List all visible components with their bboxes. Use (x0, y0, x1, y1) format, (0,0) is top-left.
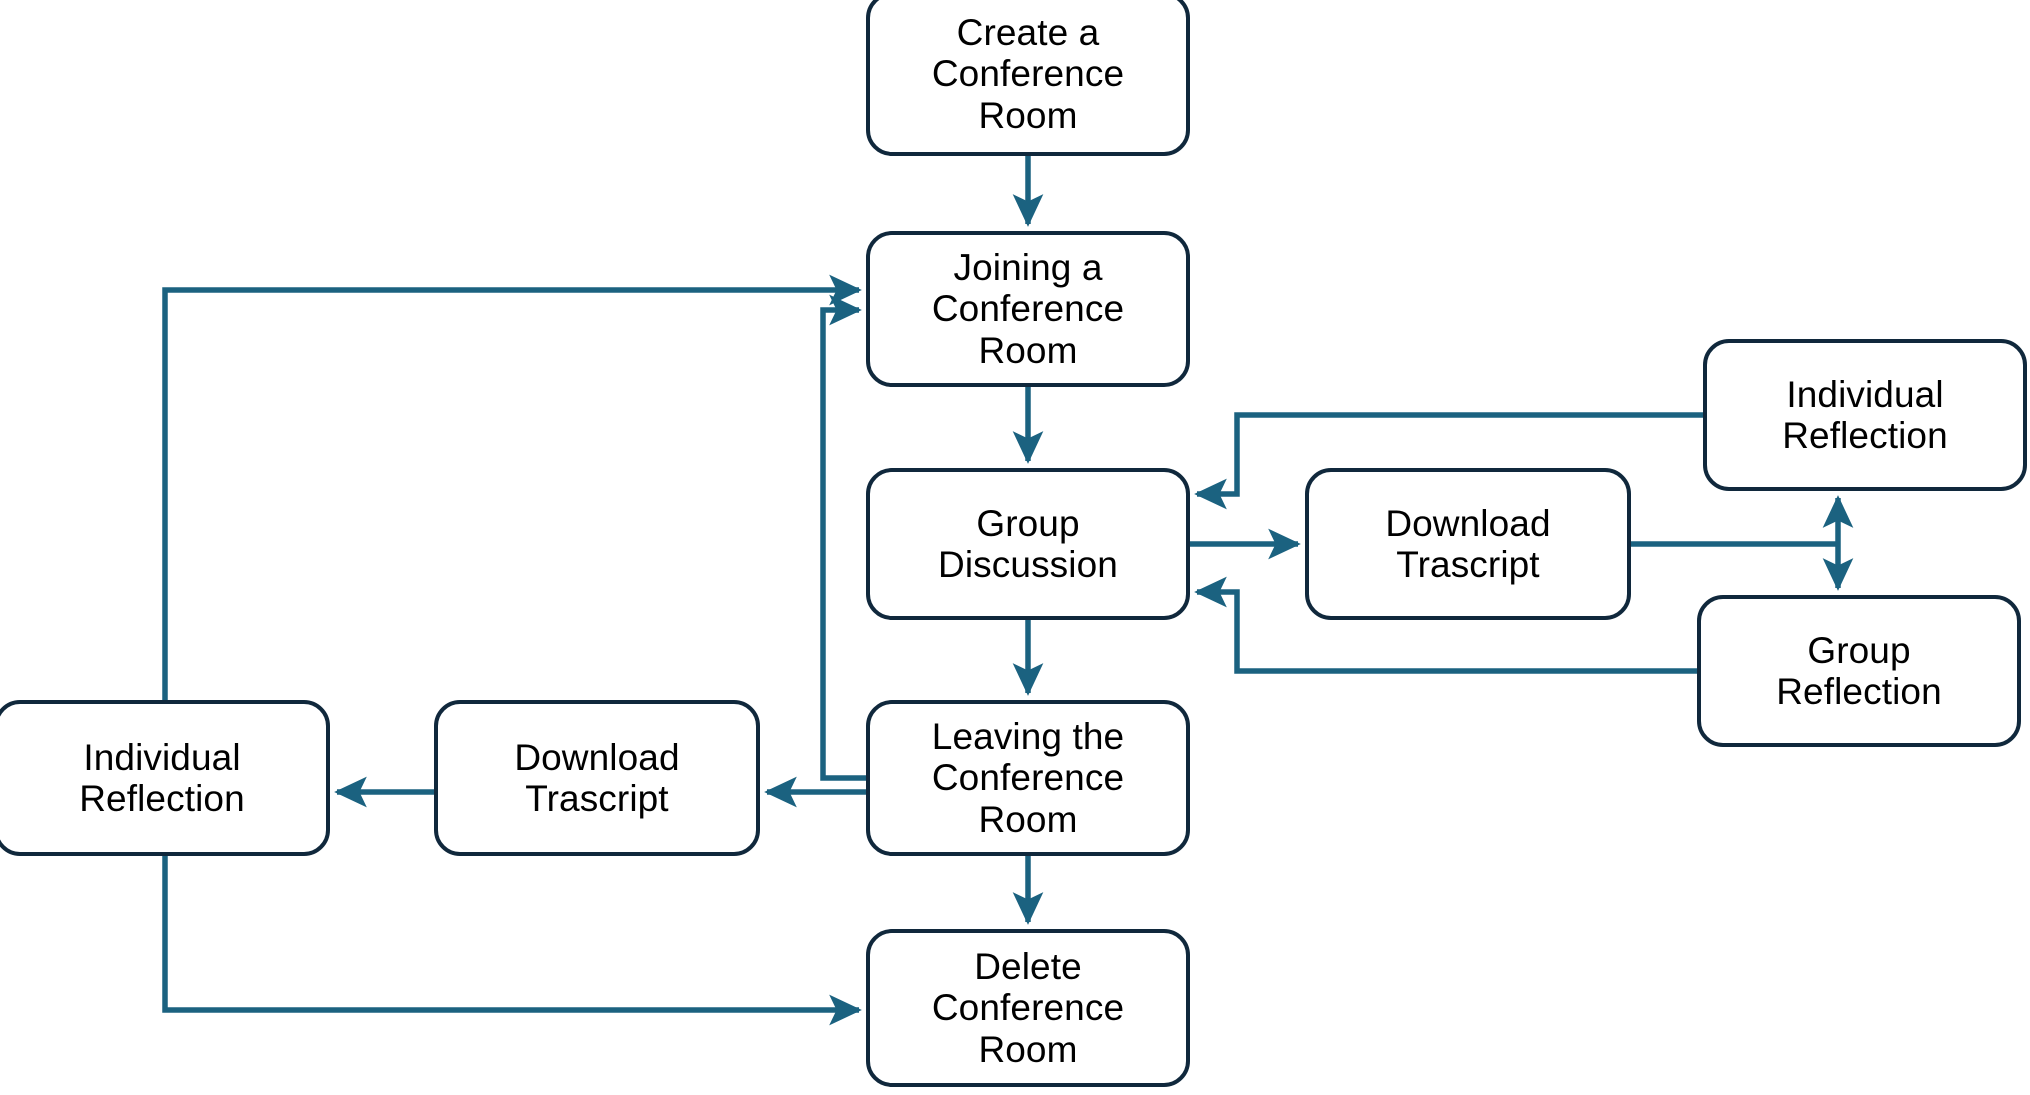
node-individual-reflection-top-right[interactable]: Individual Reflection (1703, 339, 2027, 491)
node-group-reflection[interactable]: Group Reflection (1697, 595, 2021, 747)
edge-individual-reflection-to-joining (162, 274, 862, 700)
edge-leaving-to-joining (820, 294, 866, 781)
node-download-transcript-right[interactable]: Download Trascript (1305, 468, 1631, 620)
node-group-discussion[interactable]: Group Discussion (866, 468, 1190, 620)
node-create-conference-room[interactable]: Create a Conference Room (866, 0, 1190, 156)
node-delete-conference-room[interactable]: Delete Conference Room (866, 929, 1190, 1087)
node-leaving-conference-room[interactable]: Leaving the Conference Room (866, 700, 1190, 856)
node-joining-conference-room[interactable]: Joining a Conference Room (866, 231, 1190, 387)
node-individual-reflection-bottom-left[interactable]: Individual Reflection (0, 700, 330, 856)
node-download-transcript-bottom[interactable]: Download Trascript (434, 700, 760, 856)
edge-individual-reflection-to-delete (162, 856, 862, 1026)
